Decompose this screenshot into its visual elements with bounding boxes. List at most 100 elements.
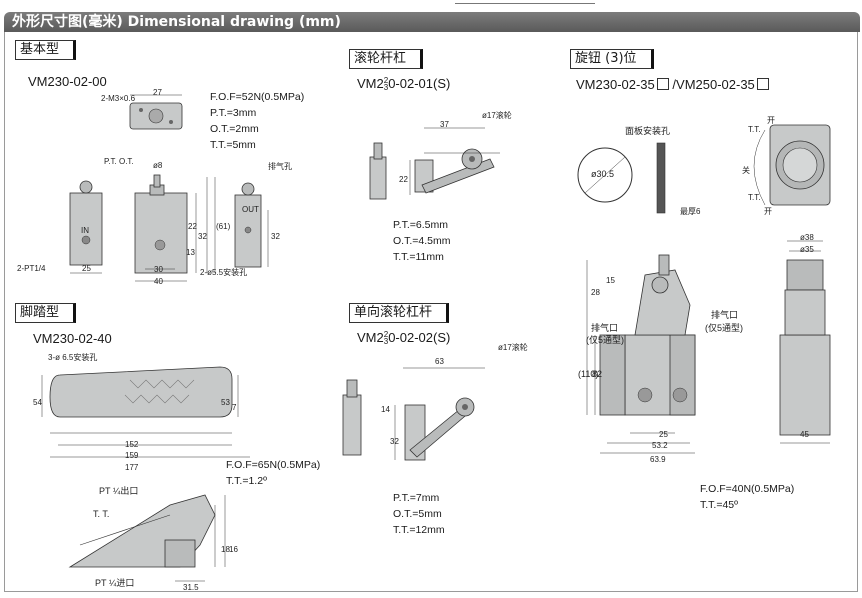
roller-model-prefix: VM2 bbox=[357, 76, 384, 91]
spec-tt: T.T.=45º bbox=[700, 499, 738, 511]
out-label: OUT bbox=[242, 205, 259, 214]
tt-label: T. T. bbox=[93, 509, 110, 519]
knob-drawing bbox=[577, 124, 831, 454]
page-title: 外形尺寸图(毫米) Dimensional drawing (mm) bbox=[12, 14, 341, 30]
dim-82: 82 bbox=[592, 369, 603, 379]
knob-model-b: /VM250-02-35 bbox=[672, 77, 755, 92]
dim-152: 152 bbox=[125, 440, 139, 449]
open-label-bottom: 开 bbox=[764, 207, 772, 216]
spec-tt: T.T.=1.2º bbox=[226, 475, 267, 487]
roller-model-den: 3 bbox=[383, 83, 389, 92]
dim-40: 40 bbox=[154, 277, 163, 286]
dim-22: 22 bbox=[188, 222, 197, 231]
dim-7: 7 bbox=[232, 403, 237, 412]
basic-model: VM230-02-00 bbox=[28, 74, 107, 89]
dim-61: (61) bbox=[216, 222, 231, 231]
in-label: IN bbox=[81, 226, 89, 235]
screw-callout: 2-M3×0.6 bbox=[101, 94, 136, 103]
dim-53: 53 bbox=[221, 398, 230, 407]
option-box bbox=[656, 78, 669, 90]
panel-hole-callout: 面板安装孔 bbox=[625, 126, 671, 136]
dim-16: 16 bbox=[229, 545, 238, 554]
exhaust-left-callout: 排气口 bbox=[591, 323, 619, 333]
exhaust-right-note: (仅5通型) bbox=[705, 323, 743, 333]
exhaust-left-note: (仅5通型) bbox=[586, 335, 624, 345]
dim-25: 25 bbox=[82, 264, 91, 273]
tt-label-top: T.T. bbox=[748, 125, 761, 134]
spec-fof: F.O.F=40N(0.5MPa) bbox=[700, 483, 795, 495]
roller-lever-drawing bbox=[369, 127, 500, 200]
mount-hole-callout: 2-ø5.5安装孔 bbox=[200, 268, 248, 277]
pedal-type-label: 脚踏型 bbox=[15, 303, 77, 323]
roller-model-suffix: 0-02-01(S) bbox=[388, 76, 451, 91]
port-callout: 2-PT1/4 bbox=[17, 264, 46, 273]
spec-ot: O.T.=2mm bbox=[210, 123, 259, 135]
outlet-port-callout: PT ¼出口 bbox=[99, 486, 139, 496]
knob-label: 旋钮 (3)位 bbox=[570, 49, 654, 69]
one-way-specs: P.T.=7mm O.T.=5mm T.T.=12mm bbox=[393, 490, 445, 538]
dim-32: 32 bbox=[390, 437, 399, 446]
pedal-specs: F.O.F=65N(0.5MPa) T.T.=1.2º bbox=[226, 457, 320, 489]
spec-tt: T.T.=12mm bbox=[393, 524, 445, 536]
dim-177: 177 bbox=[125, 463, 139, 472]
top-rule bbox=[0, 0, 862, 12]
pt-ot-callout: P.T. O.T. bbox=[104, 157, 134, 166]
dim-28: 28 bbox=[591, 288, 600, 297]
spec-pt: P.T.=7mm bbox=[393, 492, 440, 504]
tt-label-bottom: T.T. bbox=[748, 193, 761, 202]
spec-pt: P.T.=3mm bbox=[210, 107, 257, 119]
roller-callout: ø17滚轮 bbox=[498, 343, 528, 352]
dim-45: 45 bbox=[800, 430, 809, 439]
roller-callout: ø17滚轮 bbox=[482, 111, 512, 120]
dim-27: 27 bbox=[153, 88, 162, 97]
dim-32b: 32 bbox=[271, 232, 280, 241]
oneway-model-prefix: VM2 bbox=[357, 330, 384, 345]
dim-13: 13 bbox=[186, 248, 195, 257]
drawing-frame bbox=[4, 32, 858, 592]
dim-d38: ø38 bbox=[800, 233, 814, 242]
pedal-drawing bbox=[41, 366, 250, 582]
max-thickness-callout: 最厚6 bbox=[680, 207, 701, 216]
dim-18: 18 bbox=[221, 545, 230, 554]
dim-31-5: 31.5 bbox=[183, 583, 199, 592]
close-label: 关 bbox=[742, 166, 750, 175]
knob-model-a: VM230-02-35 bbox=[576, 77, 655, 92]
basic-type-label: 基本型 bbox=[15, 40, 77, 60]
pedal-model: VM230-02-40 bbox=[33, 331, 112, 346]
oneway-model-num: 2 bbox=[383, 330, 389, 339]
one-way-roller-label: 单向滚轮杠杆 bbox=[349, 303, 450, 323]
exhaust-callout: 排气孔 bbox=[268, 162, 292, 171]
dim-54: 54 bbox=[33, 398, 42, 407]
spec-ot: O.T.=5mm bbox=[393, 508, 442, 520]
roller-specs: P.T.=6.5mm O.T.=4.5mm T.T.=11mm bbox=[393, 217, 450, 265]
dim-d30-5: ø30.5 bbox=[591, 169, 615, 179]
one-way-roller-drawing bbox=[342, 367, 485, 461]
spec-fof: F.O.F=65N(0.5MPa) bbox=[226, 459, 321, 471]
option-box bbox=[756, 78, 769, 90]
inlet-port-callout: PT ¼进口 bbox=[95, 578, 135, 588]
spec-ot: O.T.=4.5mm bbox=[393, 235, 451, 247]
dim-30: 30 bbox=[154, 265, 163, 274]
dim-d35: ø35 bbox=[800, 245, 814, 254]
dim-37: 37 bbox=[440, 120, 449, 129]
exhaust-right-callout: 排气口 bbox=[711, 310, 739, 320]
spec-pt: P.T.=6.5mm bbox=[393, 219, 448, 231]
knob-models: VM230-02-35 /VM250-02-35 bbox=[576, 77, 769, 92]
dim-53-2: 53.2 bbox=[652, 441, 668, 450]
dim-110: (110) bbox=[578, 369, 599, 379]
section-header: 外形尺寸图(毫米) Dimensional drawing (mm) bbox=[4, 12, 860, 32]
dim-32: 32 bbox=[198, 232, 207, 241]
open-label-top: 开 bbox=[767, 116, 775, 125]
spec-fof: F.O.F=52N(0.5MPa) bbox=[210, 91, 305, 103]
dim-14: 14 bbox=[381, 405, 390, 414]
basic-specs: F.O.F=52N(0.5MPa) P.T.=3mm O.T.=2mm T.T.… bbox=[210, 89, 304, 153]
dim-63-9: 63.9 bbox=[650, 455, 666, 464]
basic-type-drawing bbox=[69, 94, 269, 282]
knob-specs: F.O.F=40N(0.5MPa) T.T.=45º bbox=[700, 481, 794, 513]
dim-15: 15 bbox=[606, 276, 615, 285]
dim-63: 63 bbox=[435, 357, 444, 366]
